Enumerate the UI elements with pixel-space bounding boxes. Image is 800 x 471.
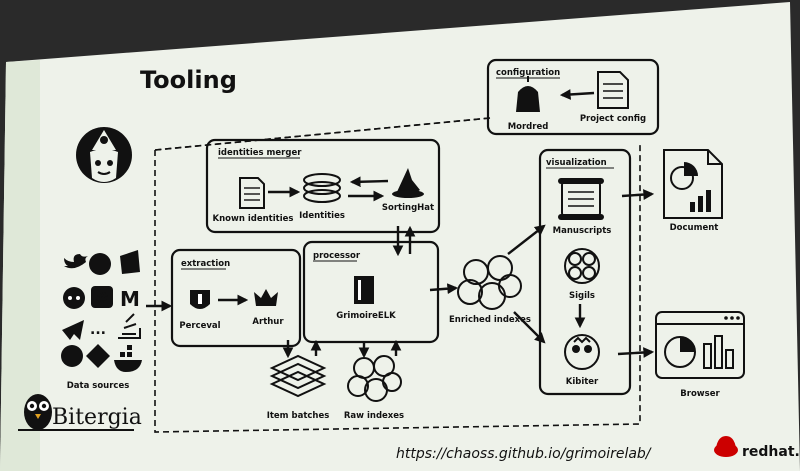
- document-icon: [663, 149, 723, 219]
- grimoireelk-icon: [354, 276, 374, 304]
- node-sortinghat: SortingHat: [382, 203, 434, 213]
- enriched-indexes-icon: [457, 255, 522, 310]
- node-item-batches: Item batches: [267, 411, 330, 421]
- node-sigils: Sigils: [569, 291, 595, 301]
- node-identities: Identities: [299, 211, 345, 221]
- docker-hub-icon: [120, 250, 140, 274]
- project-config-icon: [597, 71, 629, 109]
- node-perceval: Perceval: [179, 321, 220, 331]
- kibiter-icon: [564, 334, 600, 370]
- telegram-icon: [62, 320, 84, 340]
- group-processor-label: processor: [313, 251, 361, 261]
- item-batches-icon: [269, 354, 327, 398]
- grimoirelab-logo-icon: [76, 127, 132, 183]
- group-identities-merger: [205, 138, 441, 234]
- mordred-icon: [516, 76, 540, 112]
- slide-left-accent: [0, 60, 40, 471]
- bitergia-owl-icon: [24, 394, 52, 430]
- gmail-icon: M: [120, 287, 140, 311]
- arrow-manuscripts-to-document: [621, 189, 655, 200]
- node-known-identities: Known identities: [213, 214, 294, 224]
- system-boundary: [154, 117, 641, 433]
- twitter-icon: [64, 254, 88, 269]
- slide-title: Tooling: [140, 66, 237, 94]
- node-browser: Browser: [680, 389, 720, 399]
- arrow-sortinghat-to-identities: [349, 176, 389, 188]
- node-manuscripts: Manuscripts: [553, 226, 612, 236]
- node-kibiter: Kibiter: [566, 377, 599, 387]
- node-grimoireelk: GrimoireELK: [336, 311, 396, 321]
- github-icon: [89, 253, 111, 275]
- node-project-config: Project config: [580, 114, 646, 124]
- arrow-kibiter-to-browser: [617, 347, 655, 358]
- reddit-icon: [63, 287, 85, 309]
- jenkins-icon: [61, 345, 83, 367]
- node-arthur: Arthur: [252, 317, 284, 327]
- identities-icon: [303, 173, 341, 203]
- footer-url[interactable]: https://chaoss.github.io/grimoirelab/: [396, 446, 652, 462]
- group-visualization-label: visualization: [546, 158, 607, 168]
- bitergia-brand: Bitergia: [52, 405, 142, 430]
- node-raw-indexes: Raw indexes: [344, 411, 404, 421]
- arrow-enriched-to-manuscripts: [507, 224, 546, 255]
- group-extraction: [170, 248, 302, 348]
- node-document: Document: [670, 223, 719, 233]
- redhat-brand: redhat.: [742, 444, 800, 460]
- manuscripts-icon: [558, 178, 604, 220]
- arrow-processor-to-enriched: [429, 283, 459, 295]
- browser-icon: [655, 311, 745, 379]
- data-sources-icons: # M ...: [61, 250, 142, 372]
- group-visualization: [538, 148, 632, 396]
- git-icon: [86, 344, 110, 368]
- sigils-icon: [564, 248, 600, 284]
- group-identities-merger-label: identities merger: [218, 148, 302, 158]
- redhat-logo-icon: [714, 436, 738, 457]
- stackoverflow-icon: [118, 313, 141, 339]
- known-identities-icon: [239, 177, 265, 209]
- group-configuration: [486, 58, 660, 136]
- svg-text:#: #: [96, 289, 109, 307]
- node-enriched-indexes: Enriched indexes: [449, 315, 531, 325]
- node-mordred: Mordred: [508, 122, 549, 132]
- mordred-link: [154, 117, 491, 151]
- more-sources-icon: ...: [90, 322, 106, 338]
- group-configuration-label: configuration: [496, 68, 560, 78]
- sortinghat-icon: [392, 168, 424, 198]
- slack-icon: [91, 286, 113, 308]
- perceval-icon: [190, 290, 210, 309]
- arthur-icon: [254, 289, 278, 306]
- node-data-sources: Data sources: [67, 381, 130, 391]
- docker-icon: [114, 360, 142, 372]
- arrow-config-to-mordred: [559, 89, 595, 100]
- group-processor: [302, 240, 440, 344]
- group-extraction-label: extraction: [181, 259, 230, 269]
